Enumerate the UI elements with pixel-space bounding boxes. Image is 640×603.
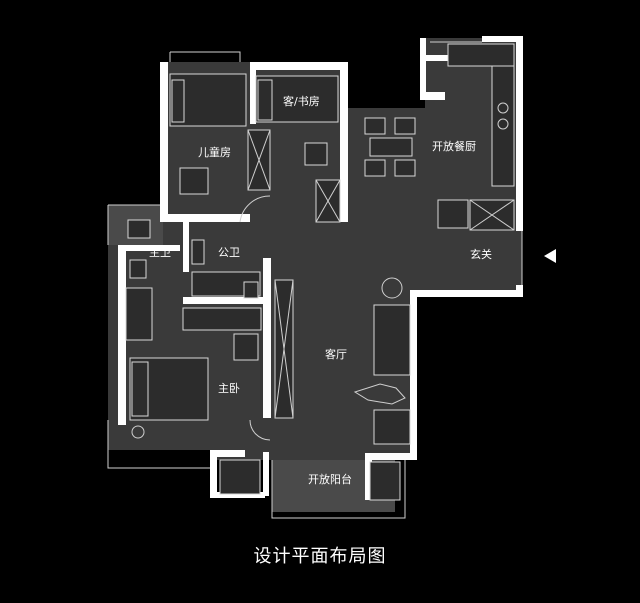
diagram-caption: 设计平面布局图 (253, 546, 387, 567)
master-bedroom-furniture (125, 287, 262, 439)
living-room-furniture (249, 277, 411, 445)
label-entrance: 玄关 (470, 247, 492, 261)
label-children-room: 儿童房 (198, 145, 231, 159)
label-guest-study: 客/书房 (283, 94, 320, 108)
children-room-furniture (169, 73, 271, 223)
label-living-room: 客厅 (325, 347, 347, 361)
walls (118, 36, 523, 500)
outline-lines (107, 41, 523, 519)
label-master-bedroom: 主卧 (218, 382, 240, 395)
label-balcony: 开放阳台 (308, 472, 352, 486)
guest-study-furniture (255, 75, 341, 223)
label-public-bath: 公卫 (218, 246, 240, 259)
label-dining-kitchen: 开放餐厨 (432, 139, 476, 153)
bathroom-furniture (127, 219, 261, 299)
label-master-bath: 主卫 (149, 246, 171, 259)
balcony-furniture (219, 459, 401, 501)
room-labels: 儿童房 客/书房 开放餐厨 主卫 公卫 玄关 客厅 主卧 开放阳台 (149, 94, 492, 486)
triangle-arrow-icon (544, 249, 556, 263)
kitchen-furniture (364, 43, 515, 231)
